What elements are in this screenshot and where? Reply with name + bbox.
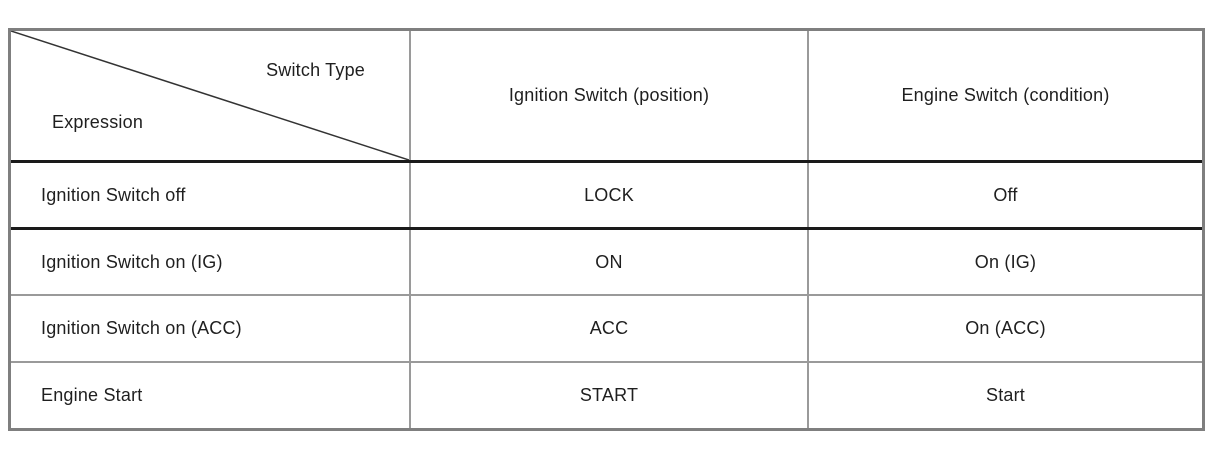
diagonal-divider-line bbox=[11, 31, 409, 160]
column-header-engine-switch: Engine Switch (condition) bbox=[807, 31, 1202, 160]
row-engine-cell: Start bbox=[807, 363, 1202, 428]
row-engine-cell: Off bbox=[807, 163, 1202, 227]
table-row: Engine Start START Start bbox=[11, 363, 1202, 428]
row-engine-cell: On (IG) bbox=[807, 230, 1202, 294]
row-expression-cell: Ignition Switch on (IG) bbox=[41, 251, 223, 272]
row-ignition-cell: ACC bbox=[409, 296, 807, 361]
row-engine-cell: On (ACC) bbox=[807, 296, 1202, 361]
table-row: Ignition Switch on (IG) ON On (IG) bbox=[11, 230, 1202, 296]
corner-label-expression: Expression bbox=[52, 112, 144, 132]
table-row: Ignition Switch off LOCK Off bbox=[11, 163, 1202, 230]
corner-label-switch-type: Switch Type bbox=[266, 60, 365, 80]
column-header-ignition-switch: Ignition Switch (position) bbox=[409, 31, 807, 160]
corner-header-cell: Switch Type Expression bbox=[11, 31, 409, 160]
row-ignition-cell: ON bbox=[409, 230, 807, 294]
row-expression-cell: Ignition Switch off bbox=[41, 184, 186, 205]
row-expression-cell: Engine Start bbox=[41, 385, 143, 405]
table-row: Ignition Switch on (ACC) ACC On (ACC) bbox=[11, 296, 1202, 363]
row-expression-cell: Ignition Switch on (ACC) bbox=[41, 318, 242, 338]
row-ignition-cell: LOCK bbox=[409, 163, 807, 227]
header-row: Switch Type Expression Ignition Switch (… bbox=[11, 31, 1202, 163]
row-ignition-cell: START bbox=[409, 363, 807, 428]
switch-type-expression-table: Switch Type Expression Ignition Switch (… bbox=[8, 28, 1205, 431]
